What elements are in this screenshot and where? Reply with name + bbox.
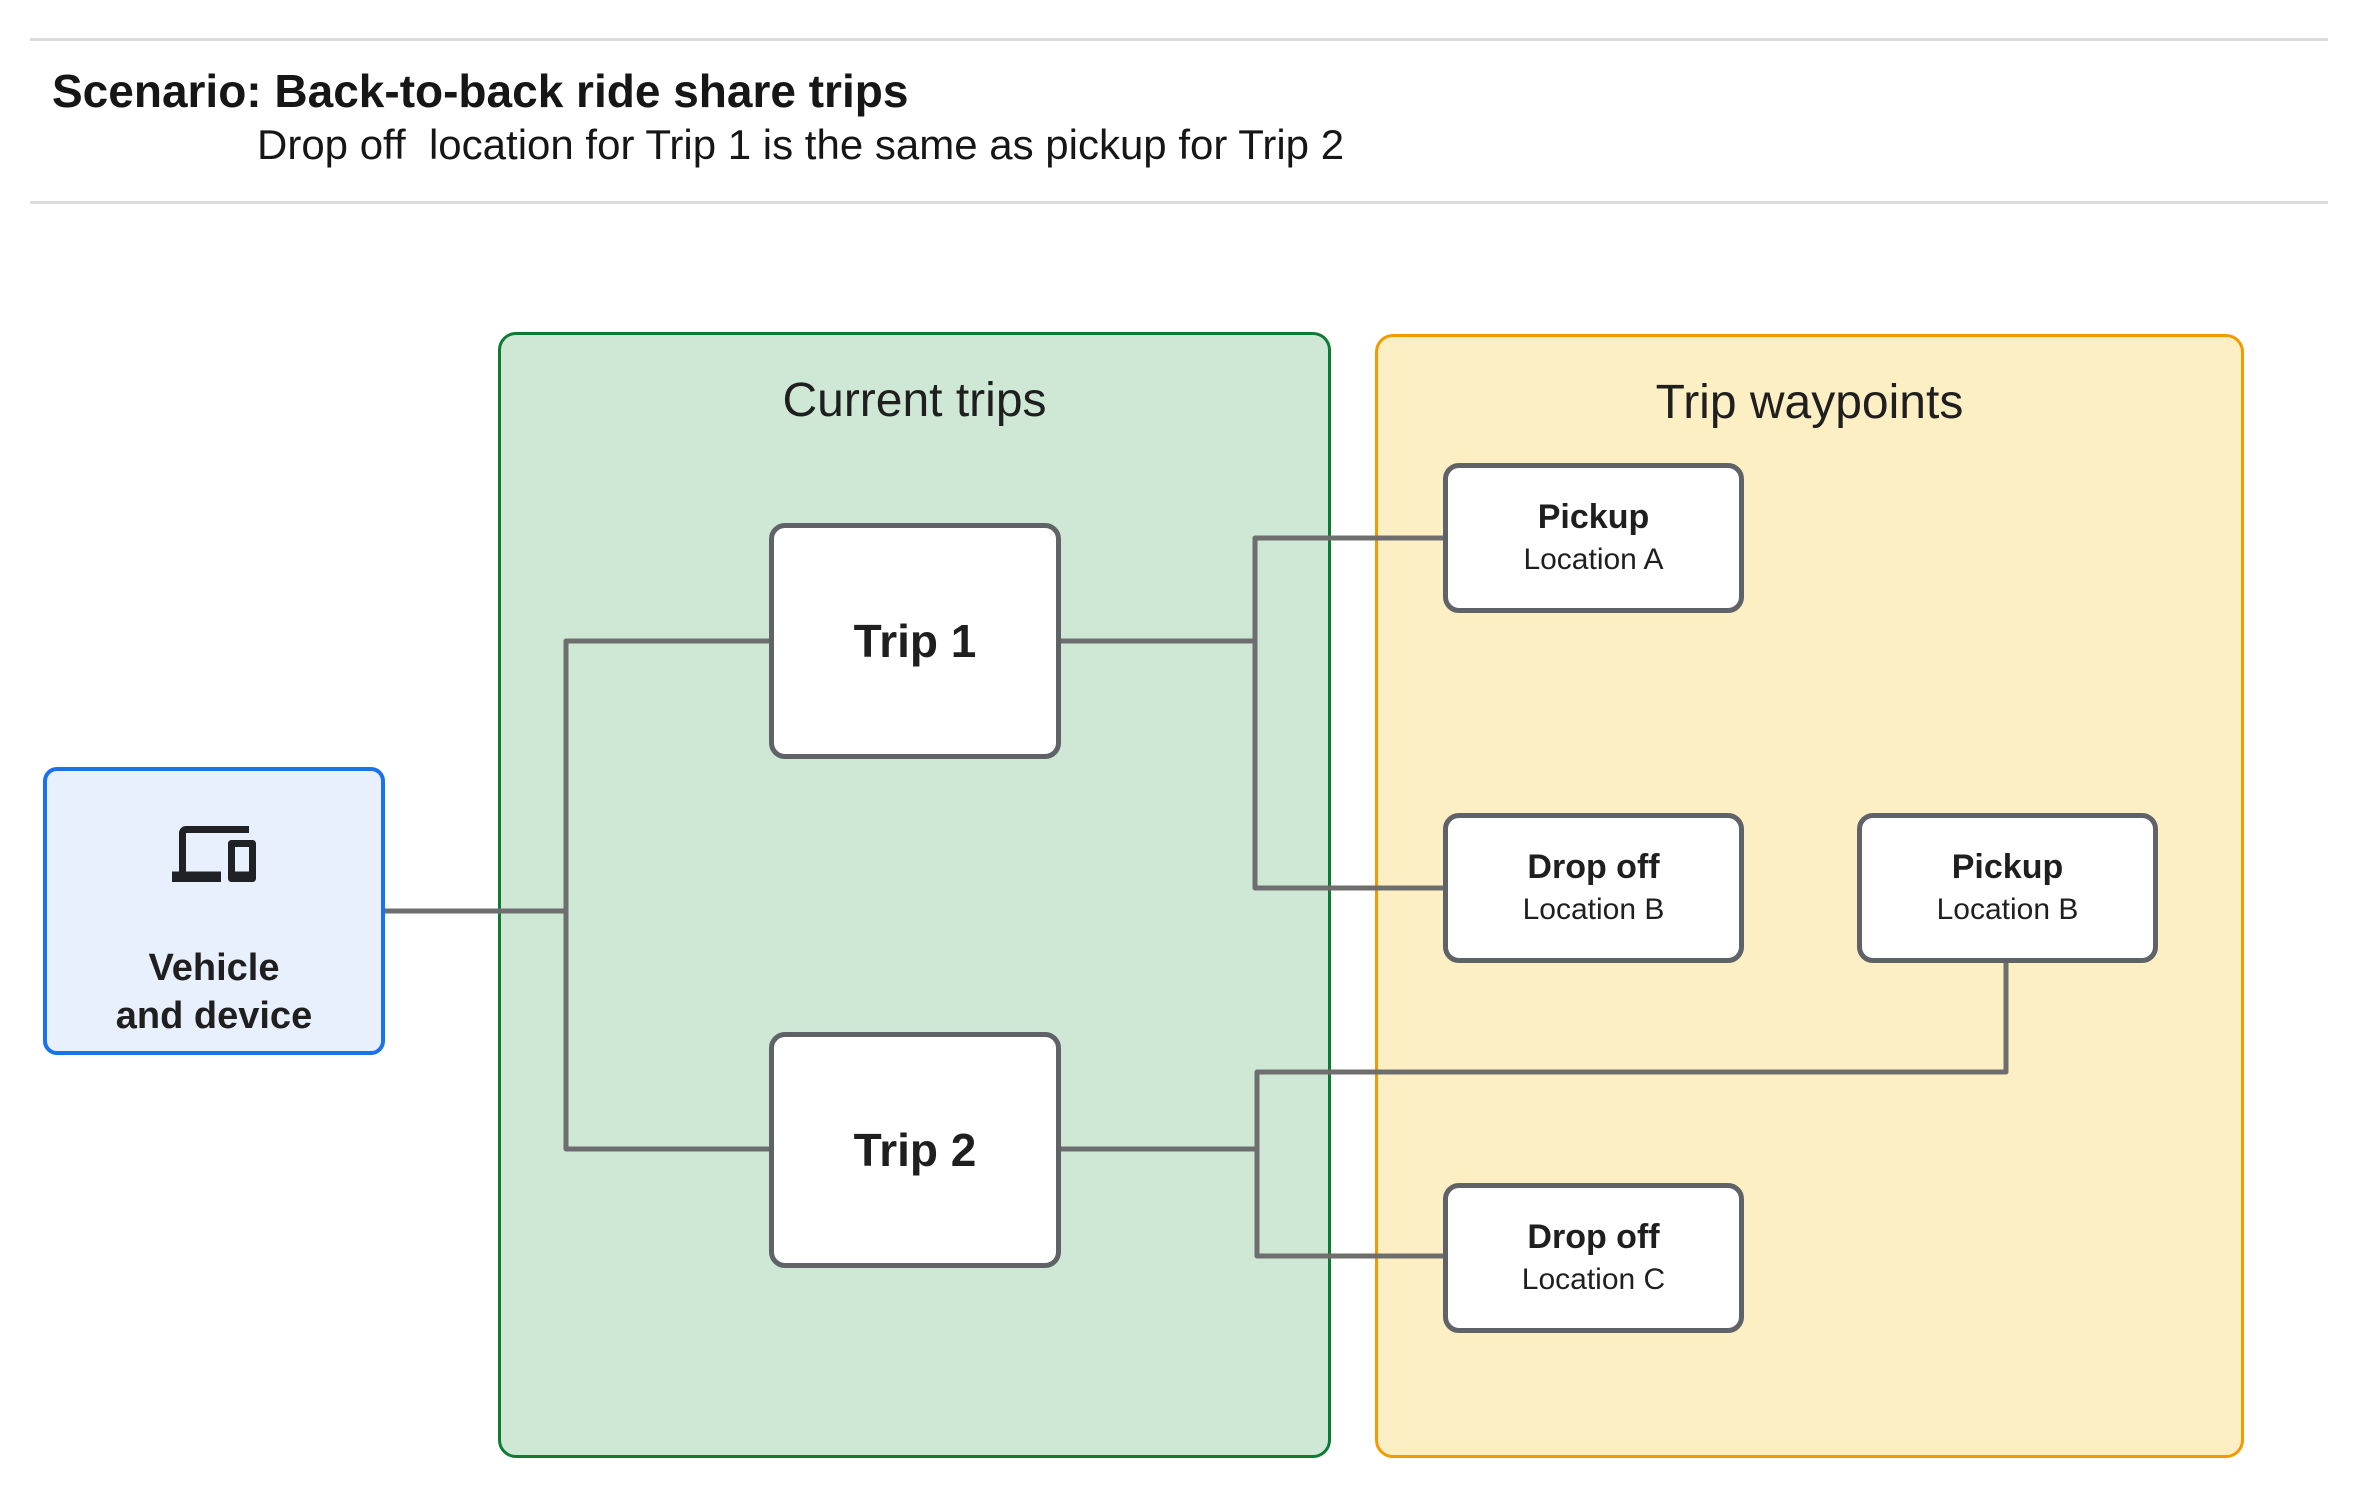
waypoint-dropoff-location-b: Drop off Location B bbox=[1443, 813, 1744, 963]
waypoint-pickup-location-b: Pickup Location B bbox=[1857, 813, 2158, 963]
vehicle-and-device-node: Vehicle and device bbox=[43, 767, 385, 1055]
trip-waypoints-panel-title: Trip waypoints bbox=[1655, 376, 1964, 429]
page-subtitle: Drop off location for Trip 1 is the same… bbox=[257, 121, 1345, 168]
top-divider bbox=[30, 38, 2328, 41]
connector-vehicle-to-trips bbox=[382, 638, 772, 1152]
trip-1-label: Trip 1 bbox=[853, 615, 977, 667]
waypoint-location: Location B bbox=[1936, 893, 2079, 927]
current-trips-panel-title: Current trips bbox=[782, 374, 1047, 427]
devices-icon bbox=[172, 826, 256, 882]
header-divider bbox=[30, 201, 2328, 204]
waypoint-location: Location B bbox=[1522, 893, 1665, 927]
trip-1-node: Trip 1 bbox=[769, 523, 1061, 759]
current-trips-panel: Current trips bbox=[498, 332, 1331, 1458]
connector-trip1-to-waypoints bbox=[1058, 535, 1446, 891]
trip-2-node: Trip 2 bbox=[769, 1032, 1061, 1268]
waypoint-pickup-location-a: Pickup Location A bbox=[1443, 463, 1744, 613]
connector-trip2-to-waypoints bbox=[1058, 960, 2009, 1259]
page-title: Scenario: Back-to-back ride share trips bbox=[52, 65, 909, 117]
waypoint-location: Location C bbox=[1521, 1263, 1666, 1297]
waypoint-location: Location A bbox=[1523, 543, 1664, 577]
waypoint-title: Drop off bbox=[1527, 848, 1660, 887]
waypoint-dropoff-location-c: Drop off Location C bbox=[1443, 1183, 1744, 1333]
vehicle-node-label: Vehicle and device bbox=[115, 947, 313, 1037]
waypoint-title: Pickup bbox=[1951, 848, 2064, 887]
waypoint-title: Pickup bbox=[1537, 498, 1650, 537]
trip-2-label: Trip 2 bbox=[853, 1124, 977, 1176]
waypoint-title: Drop off bbox=[1527, 1218, 1660, 1257]
